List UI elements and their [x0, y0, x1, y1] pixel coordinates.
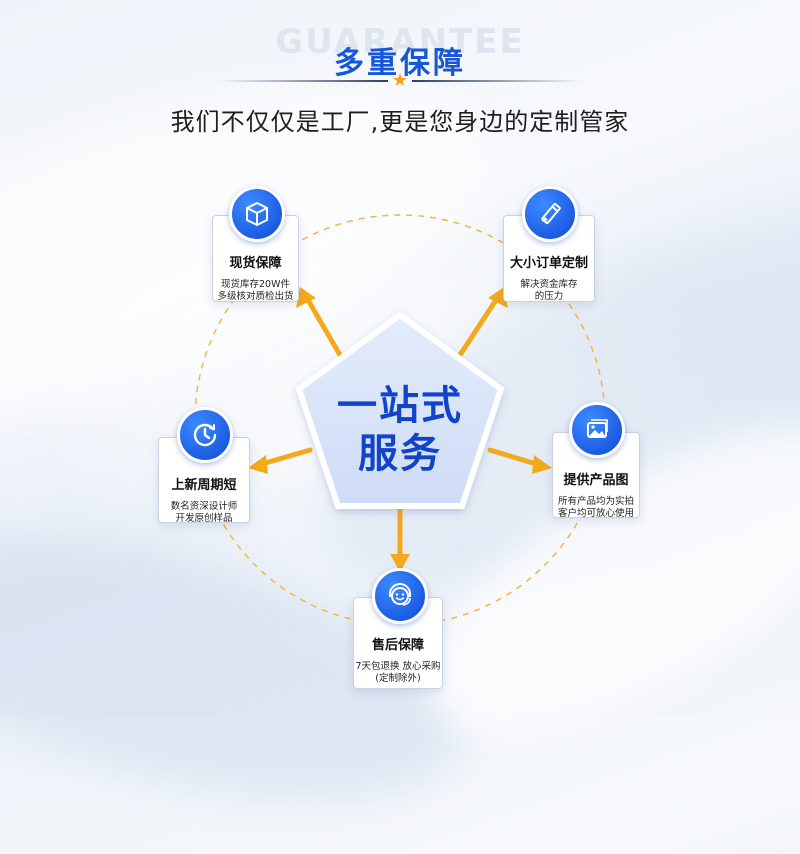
card-desc-line: 的压力 — [534, 291, 564, 302]
card-desc-line: 7天包退换 放心采购 — [355, 661, 441, 672]
card-desc-line: (定制除外) — [375, 673, 421, 684]
arrows — [259, 297, 539, 559]
card-title: 售后保障 — [371, 638, 424, 653]
card-desc-line: 数名资深设计师 — [170, 501, 238, 512]
card-title: 提供产品图 — [563, 473, 629, 488]
pencil-ruler-icon — [522, 186, 578, 242]
center-label-line1: 一站式 — [337, 383, 463, 429]
title-divider-right — [412, 80, 582, 82]
card-desc: 所有产品均为实拍 客户均可放心使用 — [553, 496, 639, 520]
star-icon: ★ — [391, 70, 409, 91]
center-label-line2: 服务 — [358, 431, 442, 477]
arrow-top-right — [457, 297, 499, 358]
arrow-heads — [248, 287, 552, 572]
guarantee-watermark: GUARANTEE — [275, 22, 525, 62]
arrow-top-left — [305, 297, 343, 358]
page-subtitle: 我们不仅仅是工厂,更是您身边的定制管家 — [170, 108, 630, 136]
arrow-right — [487, 447, 539, 467]
center-label: 一站式 服务 — [300, 382, 500, 478]
image-icon — [569, 402, 625, 458]
card-desc-line: 开发原创样品 — [175, 513, 233, 524]
headset-icon — [372, 568, 428, 624]
card-desc-line: 客户均可放心使用 — [557, 508, 634, 519]
arrow-left — [259, 447, 313, 467]
card-after-sales: 售后保障 7天包退换 放心采购 (定制除外) — [353, 597, 443, 689]
card-desc: 解决资金库存 的压力 — [504, 279, 594, 303]
service-diagram — [194, 214, 606, 626]
card-title: 大小订单定制 — [509, 256, 588, 271]
center-pentagon — [295, 311, 505, 509]
card-desc-line: 所有产品均为实拍 — [557, 496, 634, 507]
page-title: 多重保障 — [334, 46, 466, 81]
card-title: 现货保障 — [229, 256, 282, 271]
title-divider-left — [218, 80, 388, 82]
box-icon — [229, 186, 285, 242]
clock-icon — [177, 407, 233, 463]
card-desc-line: 多级核对质检出货 — [217, 291, 294, 302]
card-desc: 7天包退换 放心采购 (定制除外) — [354, 661, 442, 685]
card-desc: 数名资深设计师 开发原创样品 — [159, 501, 249, 525]
card-desc-line: 现货库存20W件 — [221, 279, 290, 290]
card-desc-line: 解决资金库存 — [520, 279, 578, 290]
card-title: 上新周期短 — [171, 478, 237, 493]
card-desc: 现货库存20W件 多级核对质检出货 — [213, 279, 298, 303]
